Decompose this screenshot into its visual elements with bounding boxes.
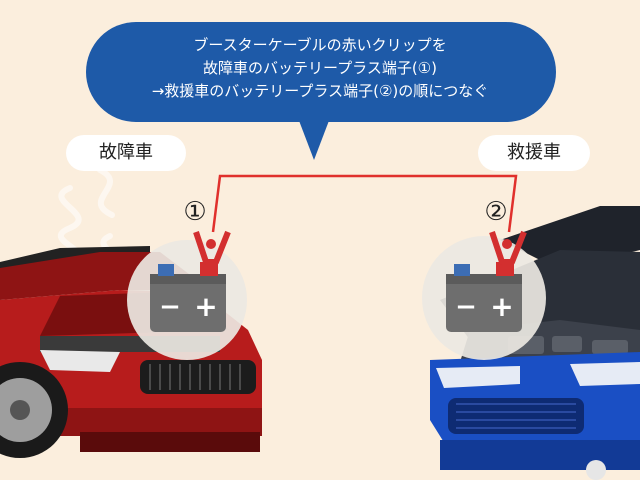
battery-minus-right: − (455, 292, 477, 322)
battery-plus-right: + (490, 290, 513, 323)
instruction-line-3: →救援車のバッテリープラス端子(②)の順につなぐ (151, 82, 489, 100)
red-cable (211, 174, 518, 233)
red-clip-icon (193, 230, 231, 265)
red-clip-icon (489, 230, 527, 265)
marker-first: ① (183, 197, 207, 227)
marker-second: ② (484, 197, 508, 227)
battery-plus-left: + (194, 290, 217, 323)
instruction-text: ブースターケーブルの赤いクリップを 故障車のバッテリープラス端子(①) →救援車… (92, 34, 548, 103)
battery-minus-left: − (159, 292, 181, 322)
battery-icon (446, 274, 522, 332)
broken-car-label: 故障車 (66, 135, 186, 171)
battery-icon (150, 274, 226, 332)
battery-zoom-broken (127, 230, 247, 360)
speech-bubble-icon (86, 22, 556, 160)
rescue-car-label: 救援車 (478, 135, 590, 171)
instruction-line-1: ブースターケーブルの赤いクリップを (193, 36, 447, 54)
battery-zoom-rescue (422, 230, 546, 360)
instruction-line-2: 故障車のバッテリープラス端子(①) (203, 59, 437, 77)
